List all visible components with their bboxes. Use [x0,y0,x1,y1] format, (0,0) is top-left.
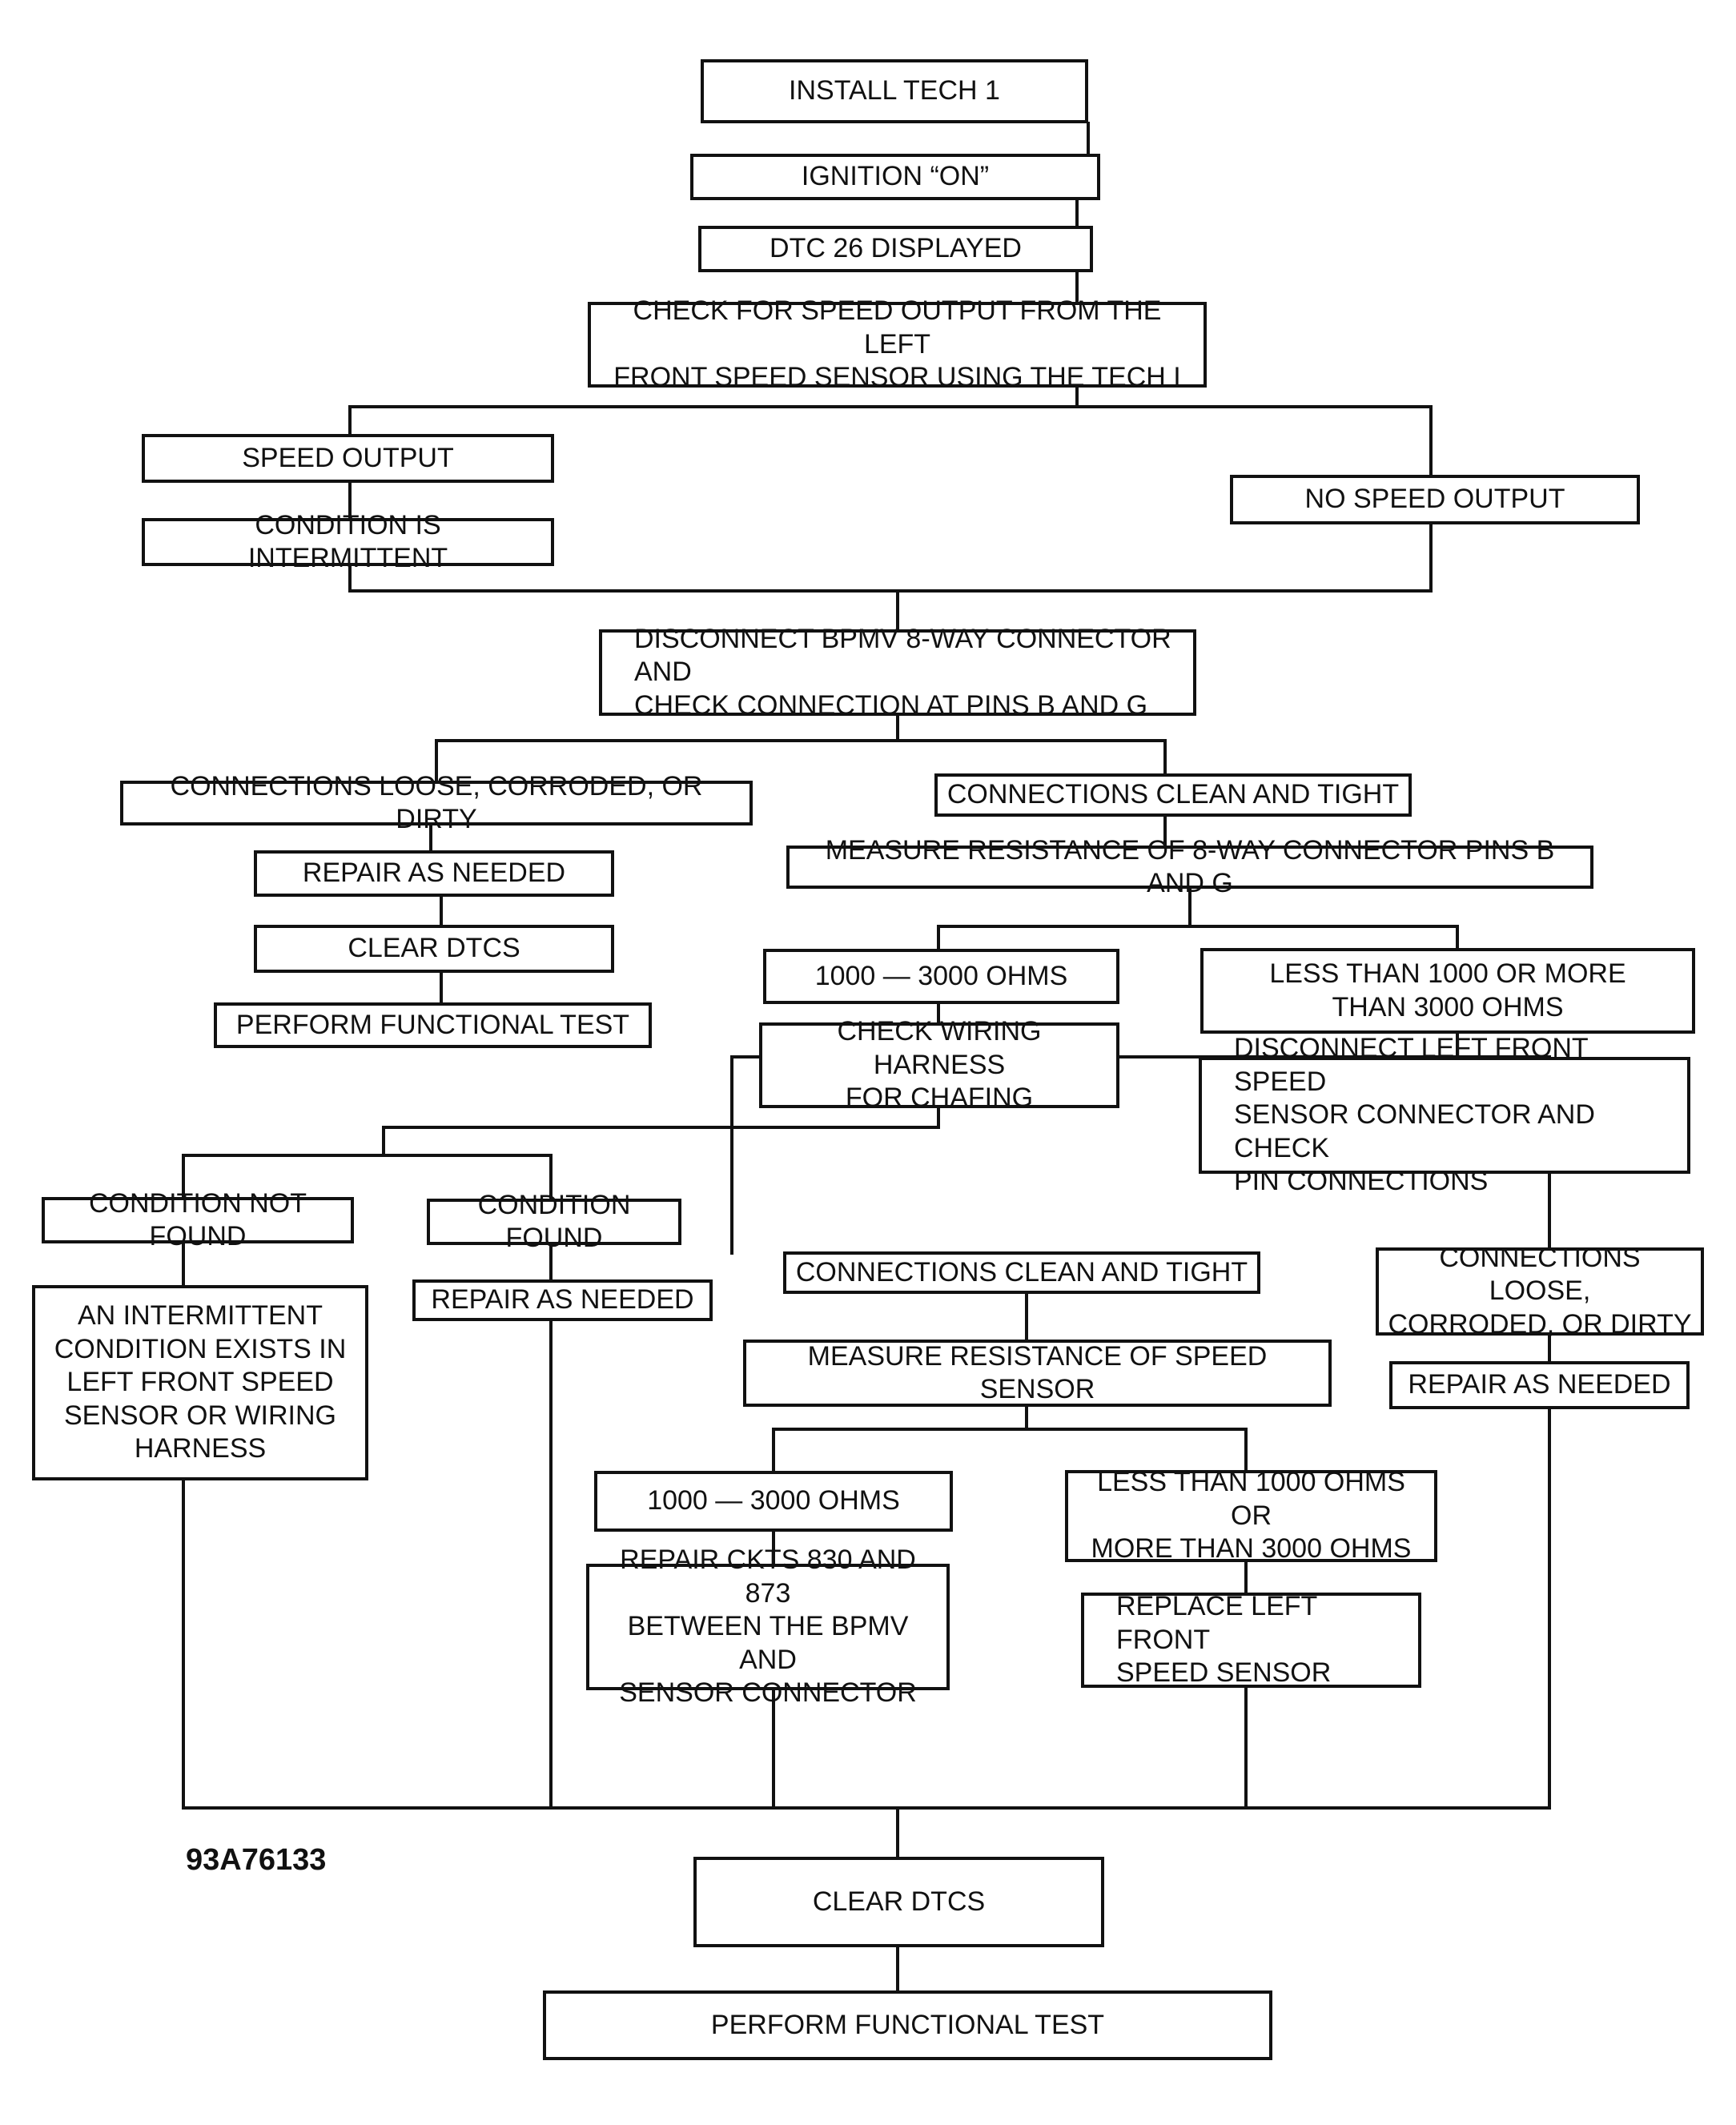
repair-as-needed-step-2: REPAIR AS NEEDED [412,1279,713,1321]
perform-functional-test-final-step: PERFORM FUNCTIONAL TEST [543,1990,1272,2060]
connections-loose-result-1: CONNECTIONS LOOSE, CORRODED, OR DIRTY [120,771,753,834]
connections-loose-result-2: CONNECTIONS LOOSE, CORRODED, OR DIRTY [1376,1243,1704,1340]
no-speed-output-result: NO SPEED OUTPUT [1230,475,1640,524]
condition-intermittent-result: CONDITION IS INTERMITTENT [142,510,554,573]
resistance-in-range-result-1: 1000 — 3000 OHMS [763,949,1119,1004]
resistance-out-of-range-result-1: LESS THAN 1000 OR MORE THAN 3000 OHMS [1200,948,1695,1034]
check-speed-output-step: CHECK FOR SPEED OUTPUT FROM THE LEFT FRO… [588,295,1207,392]
perform-functional-test-step-1: PERFORM FUNCTIONAL TEST [214,1002,652,1048]
ignition-on-step: IGNITION “ON” [690,154,1100,200]
measure-sensor-resistance-step: MEASURE RESISTANCE OF SPEED SENSOR [743,1340,1332,1407]
install-tech-step: INSTALL TECH 1 [701,59,1088,123]
resistance-out-of-range-result-2: LESS THAN 1000 OHMS OR MORE THAN 3000 OH… [1065,1467,1437,1564]
condition-found-result: CONDITION FOUND [427,1190,681,1253]
repair-as-needed-step-1: REPAIR AS NEEDED [254,850,614,897]
repair-as-needed-step-3: REPAIR AS NEEDED [1389,1361,1690,1409]
condition-not-found-result: CONDITION NOT FOUND [42,1188,354,1251]
speed-output-result: SPEED OUTPUT [142,434,554,483]
dtc-displayed-step: DTC 26 DISPLAYED [698,226,1093,272]
connections-clean-result-2: CONNECTIONS CLEAN AND TIGHT [783,1251,1260,1294]
disconnect-bpmv-step: DISCONNECT BPMV 8-WAY CONNECTOR AND CHEC… [599,624,1196,721]
figure-id: 93A76133 [186,1843,327,1877]
clear-dtcs-step-1: CLEAR DTCS [254,925,614,973]
connections-clean-result-1: CONNECTIONS CLEAN AND TIGHT [934,773,1412,817]
repair-circuits-step: REPAIR CKTS 830 AND 873 BETWEEN THE BPMV… [586,1545,950,1708]
resistance-in-range-result-2: 1000 — 3000 OHMS [594,1471,953,1532]
clear-dtcs-final-step: CLEAR DTCS [693,1857,1104,1947]
check-wiring-harness-step: CHECK WIRING HARNESS FOR CHAFING [759,1016,1119,1113]
disconnect-sensor-step: DISCONNECT LEFT FRONT SPEED SENSOR CONNE… [1199,1033,1690,1196]
replace-sensor-step: REPLACE LEFT FRONT SPEED SENSOR [1081,1591,1421,1688]
measure-8way-resistance-step: MEASURE RESISTANCE OF 8-WAY CONNECTOR PI… [786,835,1593,898]
intermittent-condition-note: AN INTERMITTENT CONDITION EXISTS IN LEFT… [32,1285,368,1480]
